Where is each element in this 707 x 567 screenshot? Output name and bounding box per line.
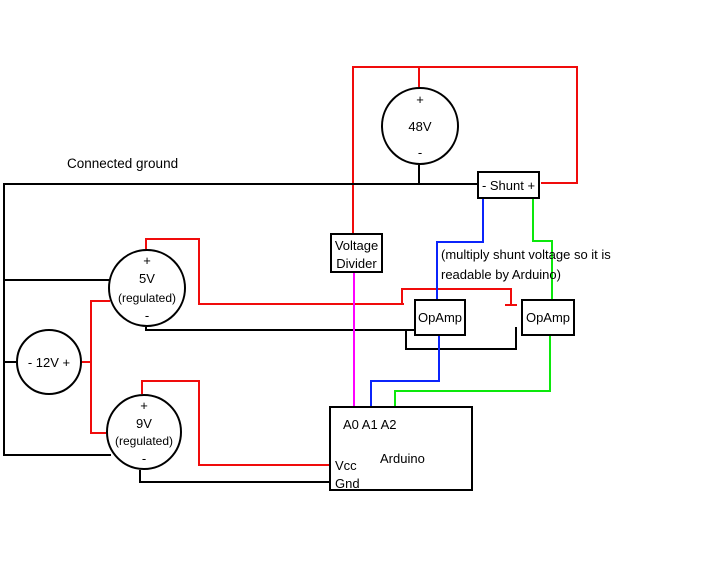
arduino-vcc-pin-label: Vcc <box>335 458 357 473</box>
source-12v: - 12V + <box>16 329 82 395</box>
opamp-left-box: OpAmp <box>414 299 466 336</box>
opamp-right-box: OpAmp <box>521 299 575 336</box>
wire-ground-bus <box>3 183 477 456</box>
wire-shunt-plus-signal <box>532 199 553 302</box>
wire-9v-supply-to-vcc <box>141 380 330 466</box>
source-9v-minus: - <box>141 450 147 466</box>
wire-opamp-power-link <box>401 288 512 305</box>
voltage-divider-box: Voltage Divider <box>330 233 383 273</box>
arduino-analog-pins-label: A0 A1 A2 <box>343 417 397 432</box>
multiply-note-line2: readable by Arduino) <box>441 267 561 282</box>
arduino-name-label: Arduino <box>380 451 425 466</box>
wire-9v-minus-to-gnd <box>139 470 330 483</box>
opamp-right-label: OpAmp <box>525 310 571 325</box>
wire-5v-minus-to-opamp <box>145 327 414 331</box>
voltage-divider-line1: Voltage <box>334 238 379 253</box>
source-5v-regulated: (regulated) <box>117 290 177 305</box>
wire-opamp1-to-a1 <box>370 335 440 407</box>
source-5v: + 5V (regulated) - <box>108 249 186 327</box>
wire-5v-supply-to-opamp <box>145 238 404 305</box>
arduino-box: A0 A1 A2 Arduino Vcc Gnd <box>329 406 473 491</box>
source-9v: + 9V (regulated) - <box>106 394 182 470</box>
connected-ground-label: Connected ground <box>67 156 179 171</box>
wire-opamp2-to-a2 <box>394 335 551 407</box>
source-48v-minus: - <box>417 145 423 160</box>
source-9v-regulated: (regulated) <box>114 434 174 449</box>
source-5v-plus: + <box>143 253 151 268</box>
opamp-left-label: OpAmp <box>417 310 463 325</box>
wire-opamp-ground-link <box>405 327 517 350</box>
source-48v-plus: + <box>416 92 424 107</box>
shunt-label: - Shunt + <box>481 177 536 193</box>
source-48v: + 48V - <box>381 87 459 165</box>
shunt-box: - Shunt + <box>477 171 540 199</box>
source-5v-minus: - <box>144 307 150 323</box>
arduino-gnd-pin-label: Gnd <box>335 476 360 491</box>
wire-48v-supply-loop <box>352 66 578 233</box>
multiply-note-line1: (multiply shunt voltage so it is <box>441 247 611 262</box>
source-5v-value: 5V <box>139 271 155 287</box>
wire-shunt-minus-signal <box>436 199 484 300</box>
source-9v-value: 9V <box>136 415 152 431</box>
wire-12v-distribution <box>90 300 110 434</box>
source-12v-value: - 12V + <box>27 354 71 370</box>
voltage-divider-line2: Divider <box>336 256 377 271</box>
source-48v-value: 48V <box>408 118 432 134</box>
source-9v-plus: + <box>140 398 148 413</box>
